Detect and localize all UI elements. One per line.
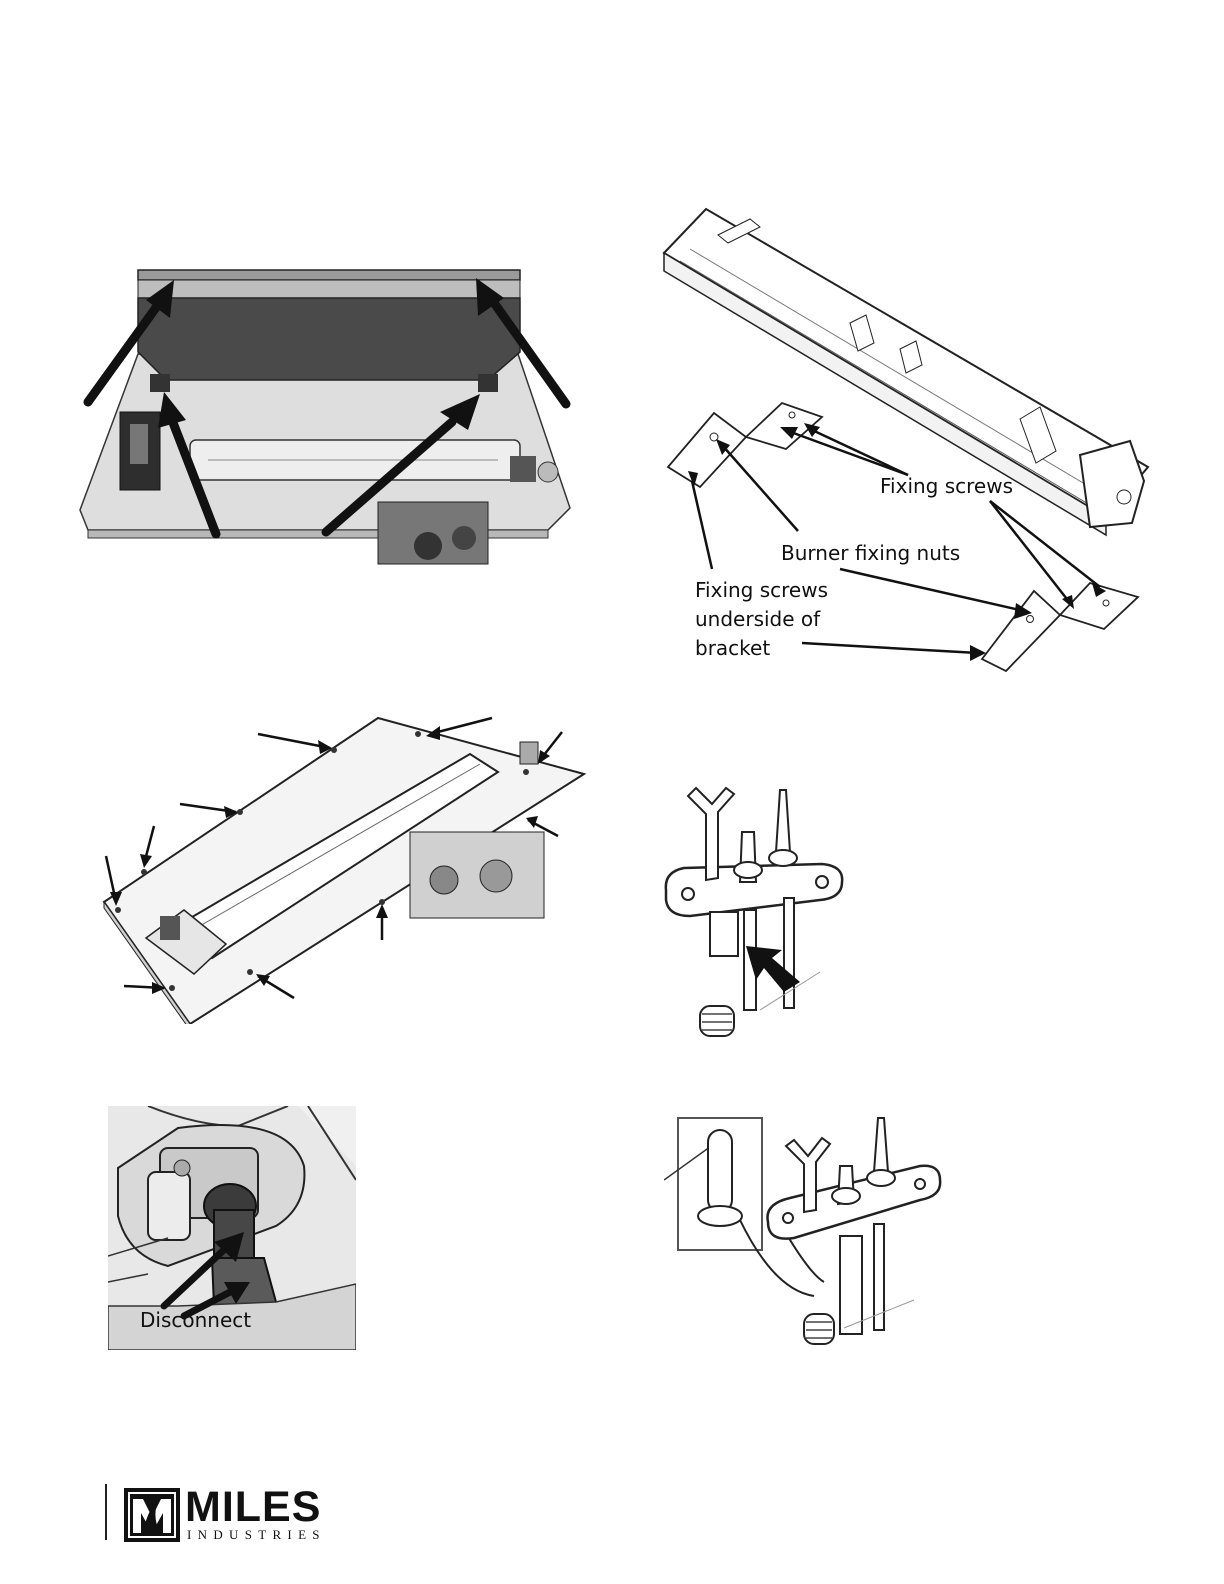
label-fixing-screws-underside-1: Fixing screws [695, 576, 828, 605]
burner-pan-screws-figure [100, 712, 590, 1024]
label-burner-fixing-nuts: Burner fixing nuts [781, 539, 960, 568]
pilot-assembly-figure [660, 782, 850, 1040]
miles-industries-logo: MILES INDUSTRIES [123, 1487, 333, 1543]
brand-subtitle: INDUSTRIES [187, 1528, 326, 1542]
label-fixing-screws-top: Fixing screws [880, 472, 1013, 501]
label-fixing-screws-underside-2: underside of [695, 605, 820, 634]
label-disconnect: Disconnect [140, 1306, 251, 1335]
footer-divider [105, 1484, 107, 1540]
burner-assembly-figure [78, 262, 578, 567]
miles-logo-icon [123, 1487, 181, 1543]
brand-name: MILES [185, 1483, 321, 1531]
pilot-hood-detail-figure [664, 1114, 944, 1364]
label-fixing-screws-underside-3: bracket [695, 634, 770, 663]
